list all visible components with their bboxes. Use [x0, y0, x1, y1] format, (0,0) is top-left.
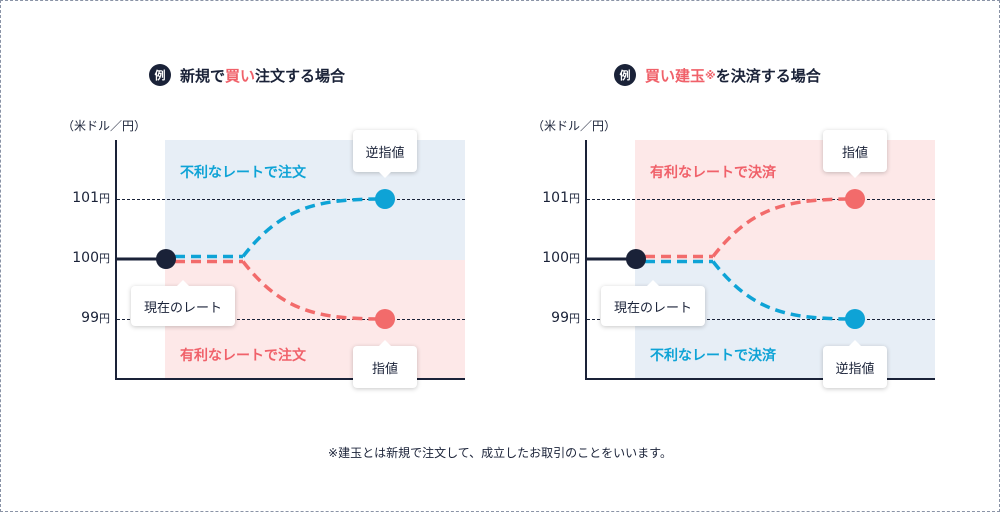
- right-example-badge: 例: [614, 64, 636, 86]
- left-title-suffix: 注文する場合: [255, 66, 346, 85]
- left-lower-zone-label: 有利なレートで注文: [180, 348, 306, 364]
- left-gridline-101: [117, 199, 465, 200]
- right-gridline-101: [587, 199, 935, 200]
- left-x-axis: [115, 378, 465, 380]
- left-ytick-100: 100円: [72, 250, 110, 266]
- right-gridline-99: [587, 319, 935, 320]
- left-title-highlight: 買い: [225, 66, 256, 85]
- right-ytick-99: 99円: [551, 310, 580, 326]
- left-title-prefix: 新規で: [180, 66, 226, 85]
- right-upper-curve: [711, 197, 856, 258]
- right-title-mark: ※: [705, 68, 716, 82]
- left-current-point: [156, 249, 176, 269]
- left-ytick-99: 99円: [81, 310, 110, 326]
- right-upper-point: [845, 189, 865, 209]
- right-upper-callout: 指値: [823, 130, 887, 178]
- left-lower-callout: 指値: [353, 340, 417, 388]
- left-lower-point: [375, 309, 395, 329]
- footnote: ※建玉とは新規で注文して、成立したお取引のことをいいます。: [328, 446, 672, 460]
- right-title-highlight: 買い建玉: [645, 66, 706, 85]
- right-lower-point: [845, 309, 865, 329]
- left-upper-callout: 逆指値: [353, 130, 417, 178]
- right-lower-callout: 逆指値: [823, 340, 887, 388]
- left-upper-zone-label: 不利なレートで注文: [180, 165, 306, 181]
- right-title: 例 買い建玉 ※ を決済する場合: [614, 63, 821, 87]
- right-unit-label: （米ドル／円）: [532, 119, 617, 133]
- right-y-axis: [585, 140, 587, 380]
- right-x-axis: [585, 378, 935, 380]
- right-title-suffix: を決済する場合: [715, 66, 821, 85]
- right-current-callout: 現在のレート: [601, 280, 705, 326]
- right-ytick-100: 100円: [542, 250, 580, 266]
- left-title: 例 新規で 買い 注文する場合: [149, 63, 345, 87]
- left-current-callout: 現在のレート: [131, 280, 235, 326]
- right-lower-zone-label: 不利なレートで決済: [650, 348, 776, 364]
- right-ytick-101: 101円: [542, 190, 580, 206]
- right-upper-zone-label: 有利なレートで決済: [650, 165, 776, 181]
- left-upper-curve: [241, 197, 386, 258]
- left-y-axis: [115, 140, 117, 380]
- right-current-point: [626, 249, 646, 269]
- left-example-badge: 例: [149, 64, 171, 86]
- left-unit-label: （米ドル／円）: [62, 119, 147, 133]
- left-gridline-99: [117, 319, 465, 320]
- left-upper-point: [375, 189, 395, 209]
- right-lower-curve: [711, 260, 856, 321]
- left-ytick-101: 101円: [72, 190, 110, 206]
- left-lower-curve: [241, 260, 386, 321]
